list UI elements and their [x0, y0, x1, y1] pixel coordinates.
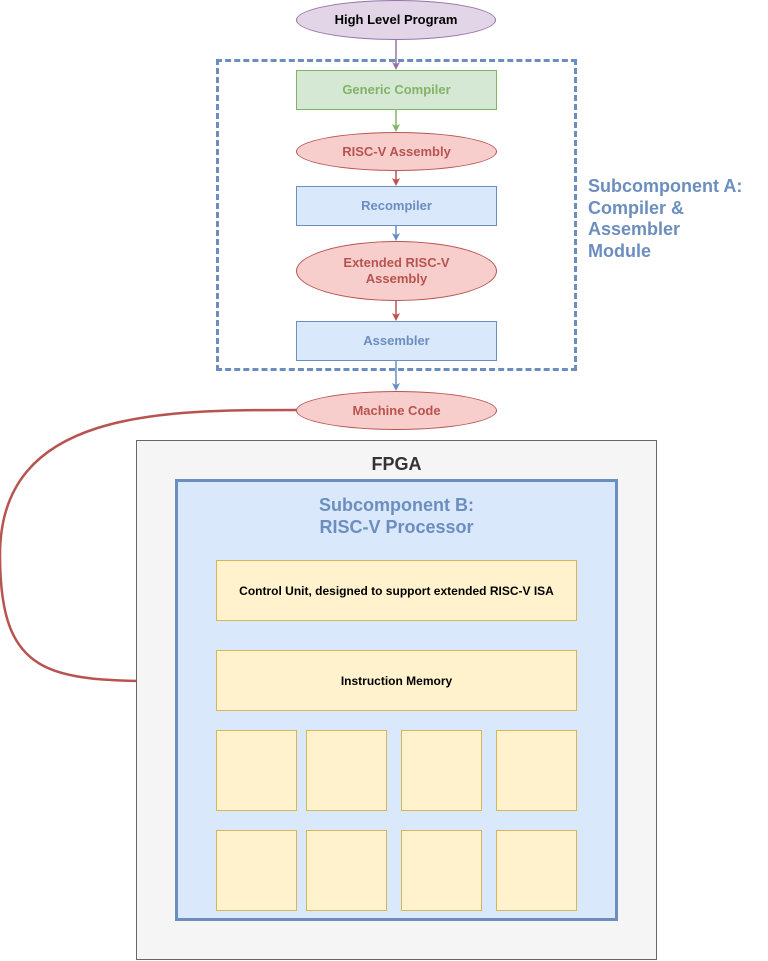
subcomponent-b-line2: RISC-V Processor — [319, 517, 474, 537]
extended-riscv-assembly-node: Extended RISC-V Assembly — [296, 241, 497, 301]
generic-compiler-label: Generic Compiler — [342, 82, 451, 97]
processor-block — [216, 830, 297, 911]
assembler-node: Assembler — [296, 321, 497, 361]
high-level-program-node: High Level Program — [296, 0, 496, 40]
subcomponent-a-container — [216, 59, 577, 371]
subcomponent-a-line3: Assembler — [588, 219, 681, 239]
fpga-title: FPGA — [371, 454, 422, 474]
control-unit-block: Control Unit, designed to support extend… — [216, 560, 577, 621]
riscv-assembly-label: RISC-V Assembly — [342, 143, 451, 159]
processor-block — [306, 730, 387, 811]
subcomponent-b-line1: Subcomponent B: — [319, 495, 474, 515]
instruction-memory-label: Instruction Memory — [340, 673, 453, 688]
machine-code-node: Machine Code — [296, 391, 497, 430]
high-level-program-label: High Level Program — [334, 12, 458, 27]
riscv-assembly-node: RISC-V Assembly — [296, 132, 497, 171]
recompiler-label: Recompiler — [361, 198, 432, 213]
subcomponent-a-line2: Compiler & — [588, 197, 685, 218]
control-unit-label: Control Unit, designed to support extend… — [239, 583, 554, 598]
processor-block — [401, 830, 482, 911]
assembler-label: Assembler — [363, 333, 430, 348]
processor-block — [496, 830, 577, 911]
processor-block — [216, 730, 297, 811]
machine-code-to-instruction-memory-arrow — [0, 408, 298, 689]
subcomponent-b-title: Subcomponent B: RISC-V Processor — [175, 494, 618, 538]
machine-code-label: Machine Code — [352, 402, 441, 418]
instruction-memory-block: Instruction Memory — [216, 650, 577, 711]
extended-riscv-assembly-label: Extended RISC-V Assembly — [343, 255, 450, 286]
processor-block — [401, 730, 482, 811]
subcomponent-a-line4: Module — [588, 240, 651, 261]
subcomponent-a-label: Subcomponent A: Compiler & Assembler Mod… — [588, 176, 766, 262]
processor-block — [496, 730, 577, 811]
processor-block — [306, 830, 387, 911]
subcomponent-a-line1: Subcomponent A: — [588, 176, 743, 196]
recompiler-node: Recompiler — [296, 186, 497, 226]
generic-compiler-node: Generic Compiler — [296, 70, 497, 110]
